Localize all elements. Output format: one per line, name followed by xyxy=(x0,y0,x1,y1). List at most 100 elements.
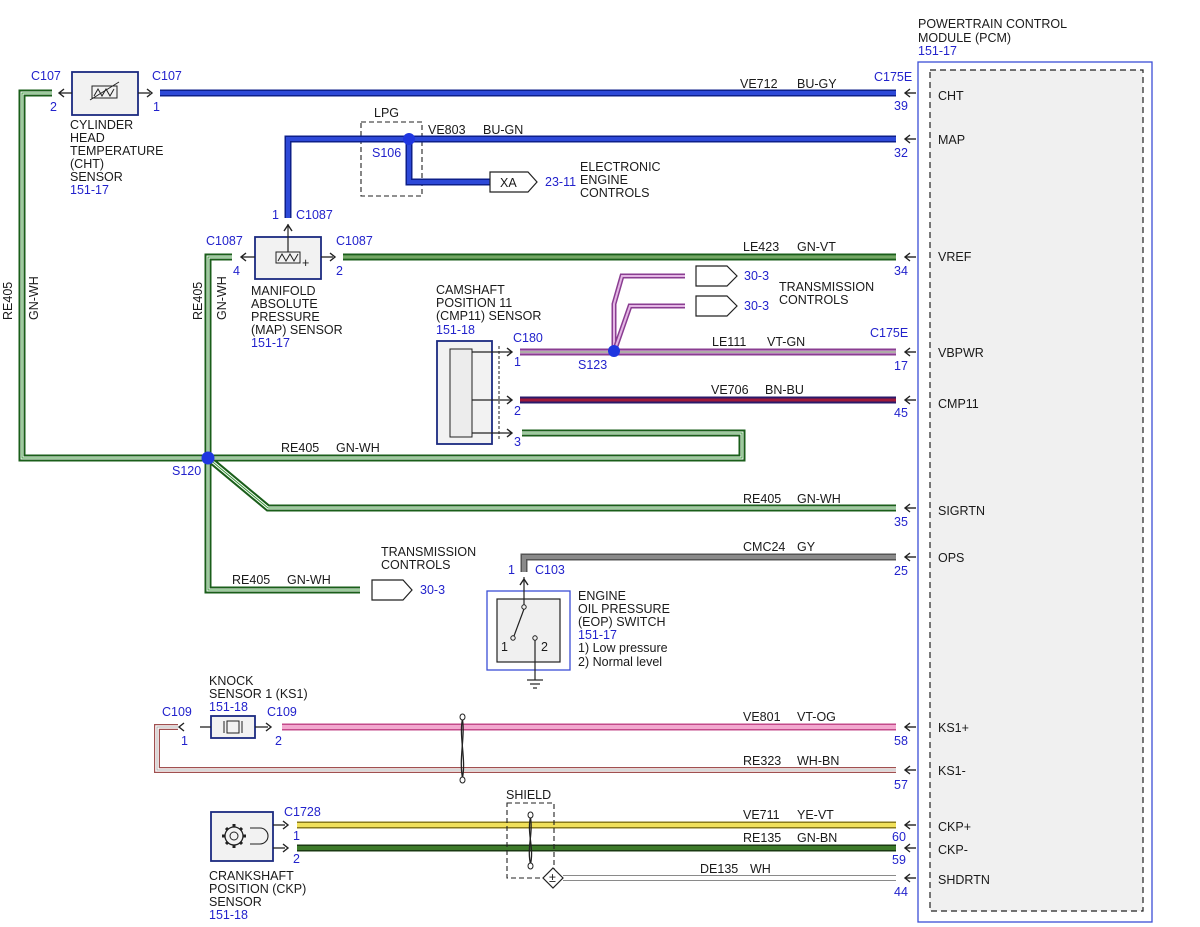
eop-pin1-arrow xyxy=(519,577,529,586)
wire-re405-cmp: RE405 GN-WH S120 xyxy=(172,429,746,478)
eop-note-2: 2) Normal level xyxy=(578,655,662,669)
cht-pin1-arrow xyxy=(146,88,154,98)
eec-label-2: ENGINE xyxy=(580,173,628,187)
pin-label-ks1p: KS1+ xyxy=(938,721,969,735)
pin-label-vbpwr: VBPWR xyxy=(938,346,984,360)
pcm-title-2: MODULE (PCM) xyxy=(918,31,1011,45)
map-pin4-arrow xyxy=(239,252,247,262)
pin-num-ks1m: 57 xyxy=(894,778,908,792)
xa-arrow-shape xyxy=(489,171,538,193)
map-pin4: 4 xyxy=(233,264,240,278)
wire-re135: RE135 GN-BN xyxy=(297,831,896,852)
knock-connector-right: C109 xyxy=(267,705,297,719)
eop-pos1: 1 xyxy=(501,640,508,654)
wire-cmc24: CMC24 GY xyxy=(520,540,896,572)
eop-contact-1 xyxy=(510,635,516,641)
map-label-4: (MAP) SENSOR xyxy=(251,323,343,337)
wire-le111: S123 LE111 VT-GN xyxy=(520,273,896,372)
map-label-2: ABSOLUTE xyxy=(251,297,318,311)
trans-top-ref-2: 30-3 xyxy=(744,299,769,313)
pin-num-ckpp: 60 xyxy=(892,830,906,844)
eop-connector: C103 xyxy=(535,563,565,577)
eop-switch: 1 2 1 C103 ENGINE OIL PRESSURE (EOP) SWI… xyxy=(486,563,670,689)
connector-c175e-top: C175E xyxy=(874,70,912,84)
pin-label-ops: OPS xyxy=(938,551,964,565)
pcm-title-1: POWERTRAIN CONTROL xyxy=(918,17,1067,31)
re323-color: WH-BN xyxy=(797,754,839,768)
s106-label: S106 xyxy=(372,146,401,160)
re135-color: GN-BN xyxy=(797,831,837,845)
ckp-label-2: POSITION (CKP) xyxy=(209,882,306,896)
eop-label-1: ENGINE xyxy=(578,589,626,603)
ckp-pin2: 2 xyxy=(293,852,300,866)
le423-color: GN-VT xyxy=(797,240,836,254)
re405-left-color: GN-WH xyxy=(27,276,41,320)
cmp-pin3: 3 xyxy=(514,435,521,449)
cht-pin1: 1 xyxy=(153,100,160,114)
eop-pos2: 2 xyxy=(541,640,548,654)
cht-sensor: C107 C107 2 1 CYLINDER HEAD TEMPERATURE … xyxy=(31,69,182,197)
trans-top-ref-1: 30-3 xyxy=(744,269,769,283)
cmp-label-1: CAMSHAFT xyxy=(436,283,505,297)
cht-pin2: 2 xyxy=(50,100,57,114)
cht-label-2: HEAD xyxy=(70,131,105,145)
ckp-label-3: SENSOR xyxy=(209,895,262,909)
xa-label: XA xyxy=(500,176,517,190)
cmp-sensor: CAMSHAFT POSITION 11 (CMP11) SENSOR 151-… xyxy=(436,283,543,449)
ve801-circuit: VE801 xyxy=(743,710,781,724)
eop-pin1: 1 xyxy=(508,563,515,577)
cht-label-1: CYLINDER xyxy=(70,118,133,132)
trans-top-arrow-2 xyxy=(695,295,738,317)
pcm-ref: 151-17 xyxy=(918,44,957,58)
cmc24-color: GY xyxy=(797,540,816,554)
wire-ve712: VE712 BU-GY xyxy=(160,77,896,97)
map-ref: 151-17 xyxy=(251,336,290,350)
cmp-connector: C180 xyxy=(513,331,543,345)
map-connector-left: C1087 xyxy=(206,234,243,248)
re405-map-circuit: RE405 xyxy=(191,282,205,320)
ve712-color: BU-GY xyxy=(797,77,837,91)
ckp-connector: C1728 xyxy=(284,805,321,819)
le111-circuit: LE111 xyxy=(712,335,746,349)
knock-pin2: 2 xyxy=(275,734,282,748)
knock-pin2-arrow xyxy=(265,722,273,732)
lpg-box xyxy=(360,121,423,197)
pin-label-vref: VREF xyxy=(938,250,972,264)
re405-mid-circuit: RE405 xyxy=(281,441,319,455)
s123-label: S123 xyxy=(578,358,607,372)
connector-c175e-mid: C175E xyxy=(870,326,908,340)
eec-label-3: CONTROLS xyxy=(580,186,649,200)
cmp-pin1: 1 xyxy=(514,355,521,369)
map-connector-top: C1087 xyxy=(296,208,333,222)
wire-ve803: VE803 BU-GN xyxy=(284,123,896,218)
ve711-circuit: VE711 xyxy=(743,808,780,822)
knock-label-1: KNOCK xyxy=(209,674,254,688)
wire-ve711: VE711 YE-VT xyxy=(297,808,896,829)
map-pin1: 1 xyxy=(272,208,279,222)
ve711-color: YE-VT xyxy=(797,808,834,822)
shield-block: SHIELD xyxy=(506,788,555,879)
thermistor-slash xyxy=(89,81,120,101)
thermistor-zigzag xyxy=(93,87,115,98)
pin-num-ops: 25 xyxy=(894,564,908,578)
s120-splice-dot xyxy=(201,451,215,465)
pin-num-ckpm: 59 xyxy=(892,853,906,867)
ckp-pin1: 1 xyxy=(293,829,300,843)
ckp-sensor: C1728 1 2 CRANKSHAFT POSITION (CKP) SENS… xyxy=(209,805,321,922)
map-label-3: PRESSURE xyxy=(251,310,320,324)
knock-pin1-arrow xyxy=(177,722,185,732)
cht-label-4: (CHT) xyxy=(70,157,104,171)
map-sensor: + 1 C1087 C1087 C1087 4 2 MANIFOLD ABSOL… xyxy=(206,208,373,350)
pin-label-ckpp: CKP+ xyxy=(938,820,971,834)
pin-num-sigrtn: 35 xyxy=(894,515,908,529)
ckp-pin1-arrow xyxy=(282,820,290,830)
ckp-ref: 151-18 xyxy=(209,908,248,922)
ve706-color: BN-BU xyxy=(765,383,804,397)
eop-label-3: (EOP) SWITCH xyxy=(578,615,666,629)
pcm-pin-arrows xyxy=(903,88,916,883)
re405-low-color: GN-WH xyxy=(287,573,331,587)
trans-mid-label-2: CONTROLS xyxy=(381,558,450,572)
ve801-color: VT-OG xyxy=(797,710,836,724)
trans-top-label-2: CONTROLS xyxy=(779,293,848,307)
